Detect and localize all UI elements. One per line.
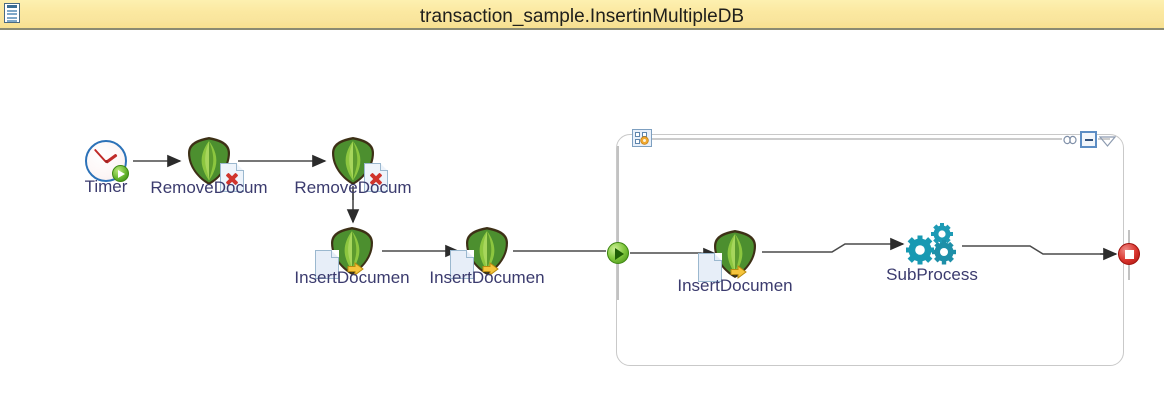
table-document-icon xyxy=(4,3,20,23)
mongodb-insert-document-icon xyxy=(450,226,510,279)
node-label-insert-document-2: InsertDocumen xyxy=(429,268,545,287)
insert-arrow-icon xyxy=(482,262,499,276)
document-insert-badge xyxy=(315,250,339,279)
mongodb-leaf-icon xyxy=(466,227,508,275)
node-label-insert-document-1: InsertDocumen xyxy=(294,268,410,287)
mongodb-remove-document-icon xyxy=(330,136,388,192)
gear-icon xyxy=(640,136,649,145)
transaction-badge-icon[interactable] xyxy=(632,129,652,147)
collapse-minus-icon[interactable] xyxy=(1080,131,1097,148)
transaction-scope-container[interactable] xyxy=(616,134,1124,366)
mongodb-insert-document-icon xyxy=(698,229,758,282)
node-label-insert-document-3: InsertDocumen xyxy=(677,276,793,295)
chevron-down-icon[interactable] xyxy=(1098,134,1117,152)
timer-clock-icon xyxy=(85,140,129,182)
node-label-timer: Timer xyxy=(84,177,128,196)
mongodb-insert-document-icon xyxy=(315,226,375,279)
link-chain-icon[interactable] xyxy=(1063,133,1077,151)
window-title: transaction_sample.InsertinMultipleDB xyxy=(419,6,745,27)
document-remove-badge xyxy=(364,163,388,192)
document-remove-badge xyxy=(220,163,244,192)
document-insert-badge xyxy=(698,253,722,282)
mongodb-leaf-icon xyxy=(714,230,756,278)
node-label-remove-document-1: RemoveDocum xyxy=(150,178,268,197)
play-badge-icon xyxy=(112,165,129,182)
node-label-remove-document-2: RemoveDocum xyxy=(294,178,412,197)
document-insert-badge xyxy=(450,250,474,279)
mongodb-remove-document-icon xyxy=(186,136,244,192)
terminate-end-event-icon xyxy=(1118,243,1140,265)
insert-arrow-icon xyxy=(730,265,747,279)
node-label-subprocess: SubProcess xyxy=(886,265,978,284)
mongodb-leaf-icon xyxy=(188,137,230,185)
window-titlebar: transaction_sample.InsertinMultipleDB xyxy=(0,0,1164,30)
insert-arrow-icon xyxy=(347,262,364,276)
mongodb-leaf-icon xyxy=(332,137,374,185)
mongodb-leaf-icon xyxy=(331,227,373,275)
start-event-icon xyxy=(607,242,629,264)
gears-subprocess-icon xyxy=(904,222,960,272)
